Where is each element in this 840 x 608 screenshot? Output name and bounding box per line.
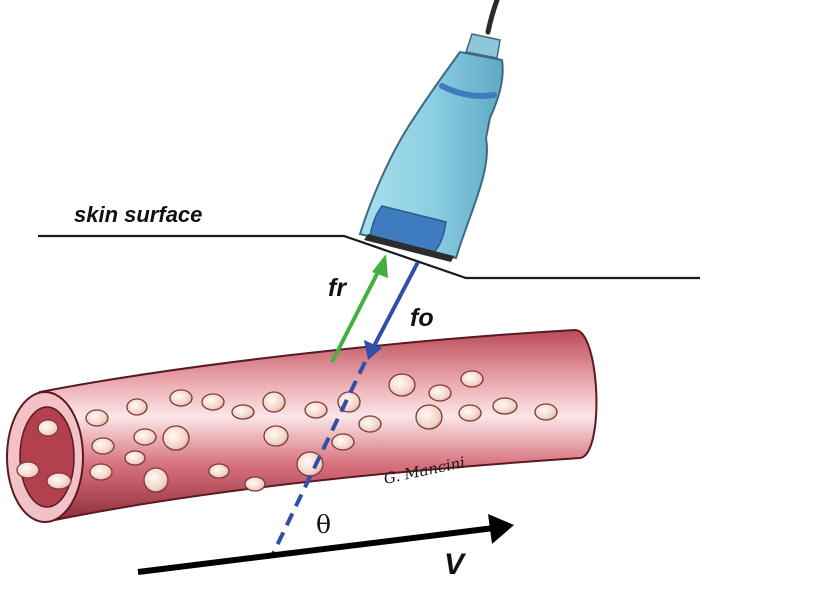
blood-vessel — [6, 328, 598, 524]
velocity-label: V — [444, 548, 465, 581]
received-frequency-arrow — [330, 254, 388, 363]
transmitted-frequency-arrow — [364, 261, 420, 360]
red-blood-cells — [16, 370, 558, 493]
skin-surface-label: skin surface — [74, 202, 203, 227]
ultrasound-probe — [358, 0, 504, 262]
transmitted-frequency-label: fo — [410, 304, 434, 332]
angle-label: θ — [316, 510, 332, 539]
velocity-arrow — [137, 514, 514, 575]
received-frequency-label: fr — [328, 274, 347, 302]
beam-line — [270, 361, 367, 557]
skin-surface-line — [38, 234, 700, 280]
